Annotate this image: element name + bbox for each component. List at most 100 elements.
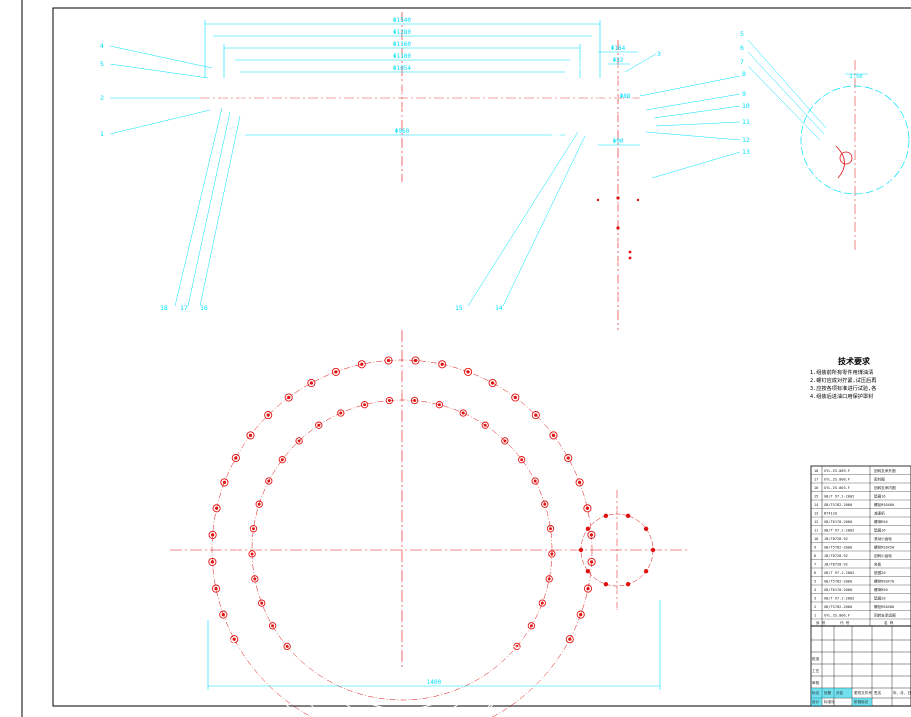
part-label-11: 11 — [742, 118, 750, 126]
bolt-hole-center — [210, 560, 215, 564]
bolt-hole — [283, 642, 291, 651]
bom-cell-name: 回转支承内圈 — [874, 485, 896, 490]
dim-d9: Φ88 — [620, 93, 631, 100]
bom-cell-no: 10 — [814, 537, 818, 541]
bolt-hole-center — [222, 480, 227, 485]
bolt-hole-center — [547, 577, 551, 581]
bom-cell-no: 14 — [814, 503, 818, 507]
bom-cell-name: 螺栓M16X50 — [874, 545, 894, 550]
bolt-hole — [501, 437, 509, 445]
bolt-hole — [220, 478, 229, 487]
bolt-hole — [564, 453, 573, 463]
bom-cell-code: JB/T8728-92 — [824, 554, 848, 558]
bolt-hole — [531, 477, 539, 485]
bolt-hole-center — [214, 506, 219, 510]
bom-cell-code: JB/T8728-92 — [824, 563, 848, 567]
bom-cell-no: 9 — [814, 546, 816, 550]
bom-cell-code: GB/T6170-2000 — [824, 588, 852, 592]
bolt-hole-center — [586, 586, 590, 591]
dim-d2: Φ1280 — [393, 29, 411, 36]
detail-label-7: 7 — [740, 58, 744, 66]
bolt-hole — [541, 500, 549, 508]
tech-req-line-2: 2.螺钉应成对拧紧,试压后再 — [810, 376, 876, 384]
bolt-hole — [546, 525, 555, 533]
bom-cell-code: GYL.ZS.003.F — [824, 486, 850, 490]
bolt-hole — [268, 622, 277, 630]
slewing-ring — [186, 328, 593, 717]
part-label-17: 17 — [180, 304, 188, 312]
bolt-hole-center — [440, 362, 444, 366]
detail-label-5: 5 — [740, 30, 744, 38]
bolt-hole-center — [250, 552, 254, 556]
bolt-hole-center — [585, 506, 590, 510]
bolt-hole — [538, 599, 546, 607]
pinion-bolt — [643, 526, 649, 531]
bolt-hole — [307, 378, 316, 388]
bolt-hole-center — [579, 612, 583, 617]
bom-header-name: 名 称 — [884, 620, 894, 625]
pinion-bolt — [585, 569, 591, 574]
bolt-hole — [410, 396, 419, 405]
bolt-hole — [384, 356, 393, 365]
pinion-bolt — [603, 513, 609, 518]
pinion-bolt — [585, 526, 591, 531]
tb-cell-12: 批准 — [812, 656, 820, 661]
bom-cell-code: GB/T 97.1-2002 — [824, 529, 854, 533]
dim-width: 1400 — [427, 679, 442, 686]
pinion-bolt — [625, 582, 631, 587]
bolt-hole — [438, 360, 447, 369]
bom-cell-code: GB/T5782-2000 — [824, 546, 852, 550]
pinion-bolt — [650, 547, 656, 553]
bolt-hole — [337, 409, 345, 417]
bolt-hole — [211, 584, 221, 593]
detail-view: 2:50 5 6 7 — [740, 30, 910, 250]
bolt-hole — [411, 356, 420, 365]
bolt-hole — [488, 378, 497, 388]
bom-cell-code: GB/T 97.1-2002 — [824, 571, 854, 575]
bolt-hole — [258, 599, 266, 607]
bolt-hole-center — [360, 362, 364, 366]
bom-cell-no: 13 — [814, 512, 818, 516]
bolt-hole — [518, 456, 526, 464]
bolt-hole — [583, 504, 592, 513]
bom-cell-no: 16 — [814, 486, 818, 490]
bolt-holes — [208, 356, 596, 651]
bolt-hole-center — [334, 370, 338, 374]
bolt-hole-center — [339, 411, 343, 415]
part-label-18: 18 — [160, 304, 168, 312]
dim-d1: Φ1540 — [393, 17, 411, 24]
bom-cell-code: BT4120 — [824, 512, 837, 516]
bom-cell-no: 15 — [814, 495, 818, 499]
bolt-hole-center — [513, 395, 517, 400]
tb-cell-1: 标记 — [812, 690, 820, 695]
part-label-4: 4 — [100, 42, 104, 50]
bolt-hole-center — [252, 527, 255, 531]
bom-cell-no: 7 — [814, 563, 816, 567]
part-label-15: 15 — [455, 304, 463, 312]
tech-req-line-4: 4.组装后进油口用保护罩封 — [810, 392, 873, 400]
pinion-bolt — [603, 582, 609, 587]
dim-d3: Φ1160 — [393, 41, 411, 48]
bolt-hole-center — [386, 358, 391, 363]
part-label-14: 14 — [495, 304, 503, 312]
pinion-bolts — [578, 513, 656, 587]
bolt-hole-center — [260, 601, 264, 605]
bolt-hole-center — [210, 533, 215, 537]
bolt-hole — [255, 500, 263, 508]
bolt-hole — [231, 453, 240, 463]
bolt-hole — [583, 584, 593, 593]
plan-view: 1400 — [170, 328, 690, 717]
reducer — [575, 127, 661, 297]
bolt-hole — [264, 411, 273, 420]
bom-cell-code: GYL.ZS.006.F — [824, 614, 850, 618]
part-label-9: 9 — [742, 90, 746, 98]
bolt-hole-center — [297, 439, 301, 443]
bolt-hole — [545, 575, 553, 583]
bolt-hole — [212, 504, 221, 513]
bom-cell-code: GB/T 97.1-2002 — [824, 597, 854, 601]
part-label-1: 1 — [100, 130, 104, 138]
bolt-hole — [208, 530, 217, 539]
bom-cell-name: 密封圈 — [874, 477, 885, 482]
bom-cell-code: GB/T 97.1-2002 — [824, 495, 854, 499]
